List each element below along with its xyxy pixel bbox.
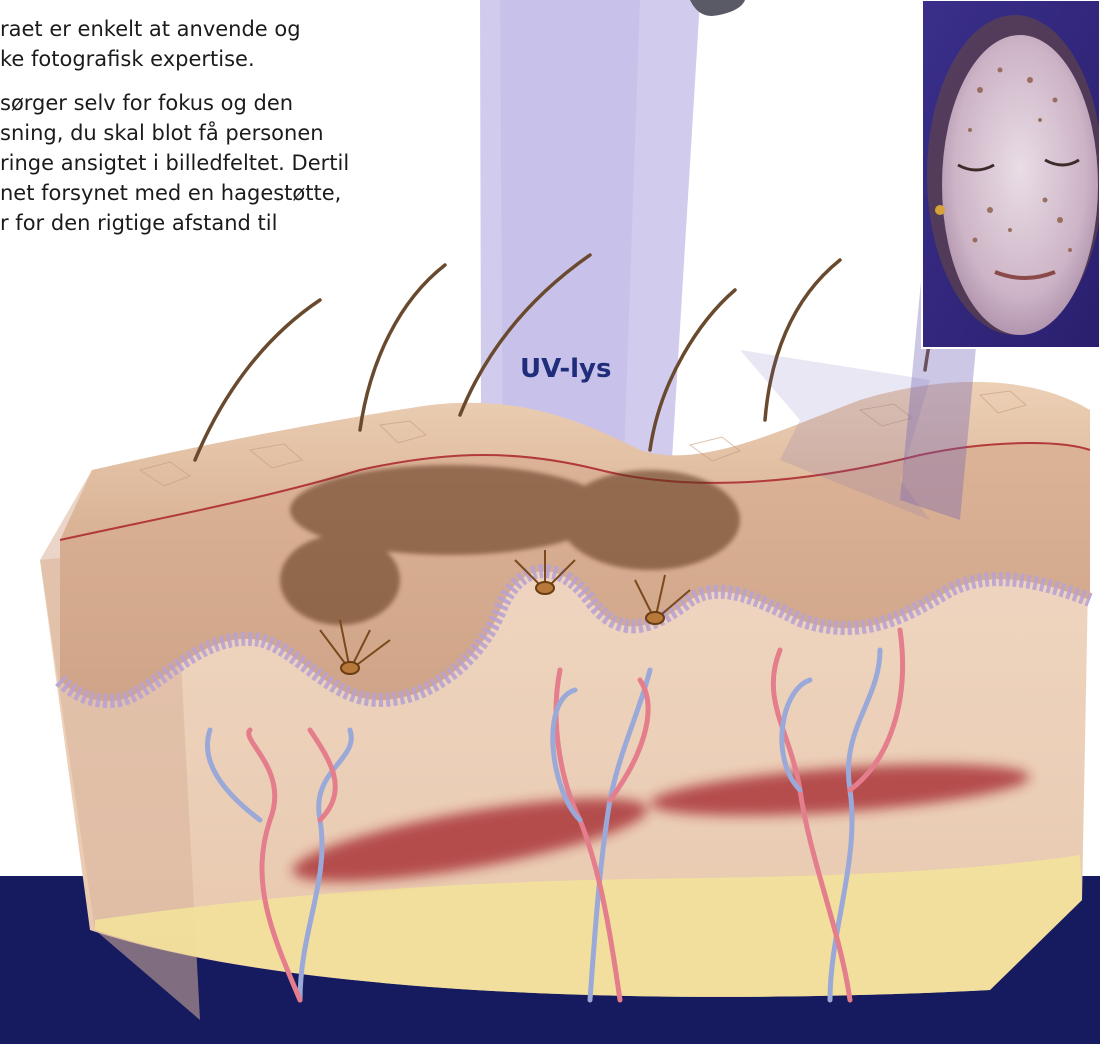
intro-line: net forsynet med en hagestøtte, [0, 178, 500, 208]
intro-paragraph-2: sørger selv for fokus og den sning, du s… [0, 88, 500, 238]
intro-line: sning, du skal blot få personen [0, 118, 500, 148]
uv-label: UV-lys [520, 354, 611, 384]
intro-line: r for den rigtige afstand til [0, 208, 500, 238]
earring [935, 205, 945, 215]
intro-line: ke fotografisk expertise. [0, 44, 500, 74]
intro-paragraph-1: raet er enkelt at anvende og ke fotograf… [0, 14, 500, 74]
intro-line: raet er enkelt at anvende og [0, 14, 500, 44]
face-photo [922, 0, 1100, 348]
intro-text: raet er enkelt at anvende og ke fotograf… [0, 14, 500, 252]
intro-line: sørger selv for fokus og den [0, 88, 500, 118]
intro-line: ringe ansigtet i billedfeltet. Dertil [0, 148, 500, 178]
